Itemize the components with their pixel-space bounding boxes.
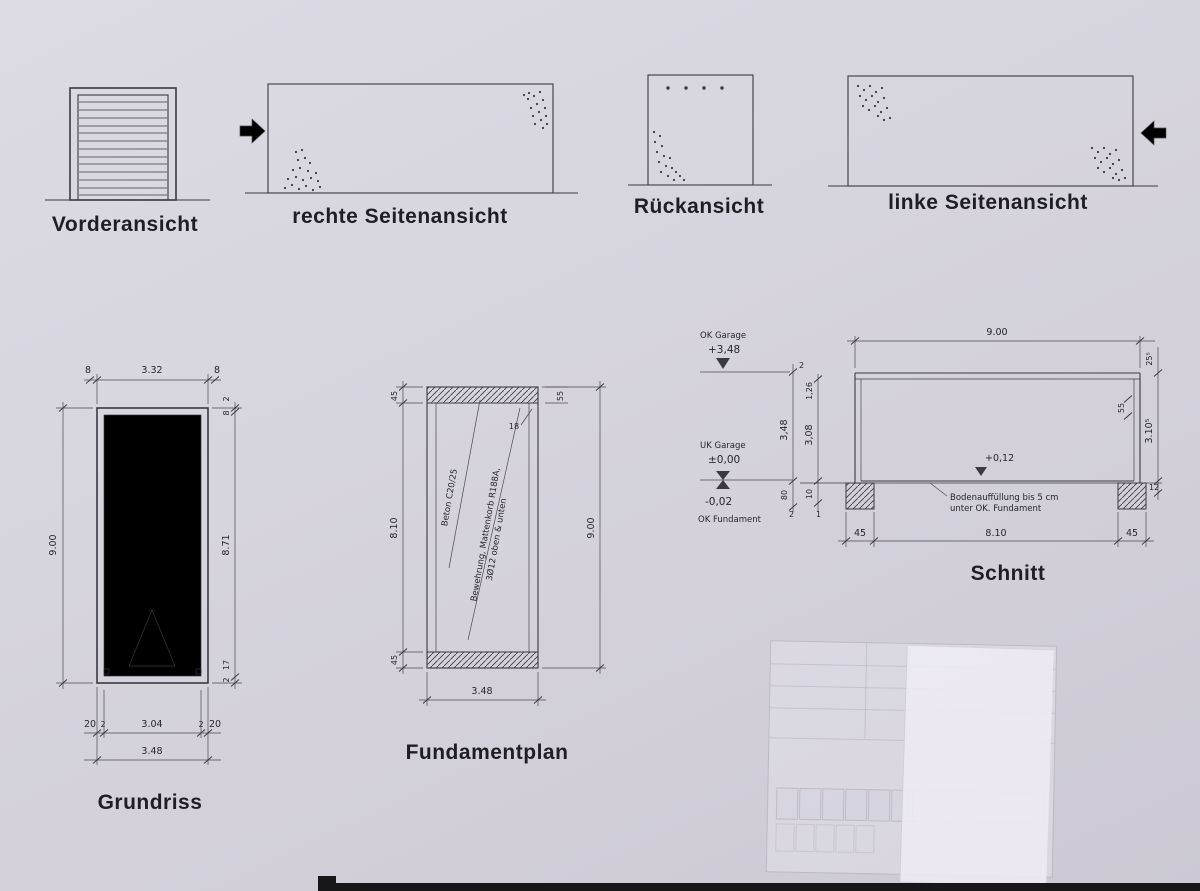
- svg-text:20: 20: [209, 719, 221, 730]
- svg-text:2: 2: [198, 720, 203, 729]
- direction-arrow-right-icon: [239, 118, 266, 144]
- svg-text:3.10⁵: 3.10⁵: [1144, 418, 1155, 443]
- svg-text:8: 8: [85, 365, 91, 376]
- svg-text:3,08: 3,08: [804, 424, 815, 445]
- svg-text:9.00: 9.00: [586, 517, 597, 538]
- svg-text:2: 2: [222, 677, 231, 682]
- svg-text:2: 2: [799, 361, 804, 370]
- foundation-strip-bottom: [426, 651, 539, 669]
- view-right-elevation: rechte Seitenansicht: [239, 83, 578, 228]
- door-swing-triangle: [128, 609, 176, 667]
- foundation-note-concrete: Beton C20/25: [440, 468, 460, 527]
- svg-text:20: 20: [84, 719, 96, 730]
- svg-text:2: 2: [789, 510, 794, 519]
- floor-level-marker-icon: [975, 467, 987, 476]
- svg-text:±0,00: ±0,00: [708, 454, 740, 466]
- footing-left: [845, 482, 875, 510]
- back-elevation-label: Rückansicht: [634, 195, 764, 218]
- foundation-plan-label: Fundamentplan: [406, 741, 569, 764]
- section-bottom-dimension: 45 8.10 45: [838, 512, 1154, 547]
- stipple-cluster-top-left: [856, 84, 892, 122]
- svg-text:UK Garage: UK Garage: [700, 441, 746, 451]
- svg-text:8: 8: [214, 365, 220, 376]
- svg-text:25⁵: 25⁵: [1145, 352, 1154, 365]
- svg-text:3,48: 3,48: [779, 419, 790, 440]
- stipple-cluster-top-right: [522, 90, 549, 130]
- view-front-elevation: Vorderansicht: [45, 87, 210, 236]
- svg-text:3.04: 3.04: [141, 719, 162, 730]
- svg-text:-0,02: -0,02: [705, 496, 732, 508]
- section-level-markers: OK Garage +3,48 UK Garage ±0,00 -0,02 OK…: [698, 331, 793, 525]
- front-elevation-label: Vorderansicht: [52, 213, 198, 236]
- plan-right-dimension: 2 8 8.71 17 2: [212, 396, 242, 689]
- section-left-dimensions: 2 3,48 80 2 1,26 3,08 10 1: [779, 361, 823, 519]
- svg-text:Beton C20/25: Beton C20/25: [440, 468, 460, 527]
- svg-text:OK Garage: OK Garage: [700, 331, 746, 341]
- svg-text:Bodenauffüllung bis 5 cm: Bodenauffüllung bis 5 cm: [950, 493, 1058, 503]
- direction-arrow-left-icon: [1140, 120, 1167, 146]
- svg-text:+3,48: +3,48: [708, 344, 740, 356]
- section-structure: 55 +0,12 Bodenauffüllung bis 5 cm unter …: [800, 372, 1162, 514]
- title-block-logo-cells: [775, 787, 915, 823]
- svg-text:8: 8: [222, 410, 231, 415]
- title-block-lower-cells: [775, 823, 875, 854]
- svg-text:55: 55: [1117, 403, 1126, 413]
- svg-text:3.32: 3.32: [141, 365, 162, 376]
- svg-text:9.00: 9.00: [986, 327, 1007, 338]
- stipple-cluster-bottom-right: [1090, 146, 1127, 182]
- view-section: OK Garage +3,48 UK Garage ±0,00 -0,02 OK…: [698, 327, 1163, 585]
- foundation-bottom-dimension: 3.48: [419, 672, 546, 706]
- footing-right: [1117, 482, 1147, 510]
- section-label: Schnitt: [971, 562, 1046, 585]
- svg-text:10: 10: [805, 489, 814, 499]
- roof-anchor-dots: [666, 86, 724, 90]
- svg-text:12: 12: [1149, 483, 1159, 492]
- svg-text:45: 45: [390, 391, 399, 401]
- svg-text:3.48: 3.48: [141, 746, 162, 757]
- svg-text:2: 2: [100, 720, 105, 729]
- svg-text:8.10: 8.10: [985, 528, 1006, 539]
- overlapping-sheet-corner: [899, 644, 1054, 887]
- svg-text:17: 17: [222, 660, 231, 670]
- svg-text:+0,12: +0,12: [985, 453, 1014, 464]
- svg-text:45: 45: [390, 655, 399, 665]
- svg-text:1,26: 1,26: [805, 382, 814, 400]
- scan-edge-bar: [318, 883, 1200, 891]
- svg-text:OK Fundament: OK Fundament: [698, 515, 762, 525]
- view-back-elevation: Rückansicht: [628, 74, 772, 218]
- view-foundation-plan: Beton C20/25 Bewehrung, Mattenkorb R188A…: [389, 381, 606, 764]
- foundation-small-dimensions: 55 18: [509, 386, 568, 431]
- stipple-cluster-left: [652, 130, 686, 182]
- svg-text:45: 45: [854, 528, 866, 539]
- svg-text:1: 1: [816, 510, 821, 519]
- foundation-left-dimension: 45 8.10 45: [389, 381, 423, 674]
- svg-text:55: 55: [556, 391, 565, 401]
- svg-text:45: 45: [1126, 528, 1138, 539]
- stipple-cluster-bottom-left: [283, 148, 322, 192]
- foundation-note-reinforcement: Bewehrung, Mattenkorb R188A, 3Ø12 oben &…: [469, 467, 509, 602]
- svg-text:3.48: 3.48: [471, 686, 492, 697]
- svg-text:unter OK. Fundament: unter OK. Fundament: [950, 504, 1042, 514]
- view-floor-plan: 8 3.32 8 9.00 2 8 8.71 17 2: [48, 365, 242, 814]
- svg-text:18: 18: [509, 422, 519, 431]
- svg-text:8.71: 8.71: [221, 534, 232, 555]
- svg-text:2: 2: [222, 396, 231, 401]
- plan-top-dimension: 8 3.32 8: [84, 365, 221, 404]
- foundation-right-dimension: 9.00: [542, 381, 606, 674]
- level-marker-icon: [716, 358, 730, 369]
- section-top-dimension: 9.00: [847, 327, 1155, 368]
- section-right-dimensions: 25⁵ 3.10⁵ 12: [1144, 347, 1163, 500]
- left-elevation-label: linke Seitenansicht: [888, 191, 1088, 214]
- view-left-elevation: linke Seitenansicht: [828, 75, 1167, 214]
- right-elevation-label: rechte Seitenansicht: [292, 205, 507, 228]
- svg-text:80: 80: [780, 490, 789, 500]
- foundation-strip-top: [426, 386, 539, 404]
- svg-text:9.00: 9.00: [48, 534, 59, 555]
- floor-plan-label: Grundriss: [98, 791, 203, 814]
- plan-bottom-dimensions: 20 2 3.04 2 20 3.48: [84, 687, 221, 765]
- svg-text:8.10: 8.10: [389, 517, 400, 538]
- title-block-divider: [864, 643, 868, 740]
- plan-left-dimension: 9.00: [48, 402, 93, 689]
